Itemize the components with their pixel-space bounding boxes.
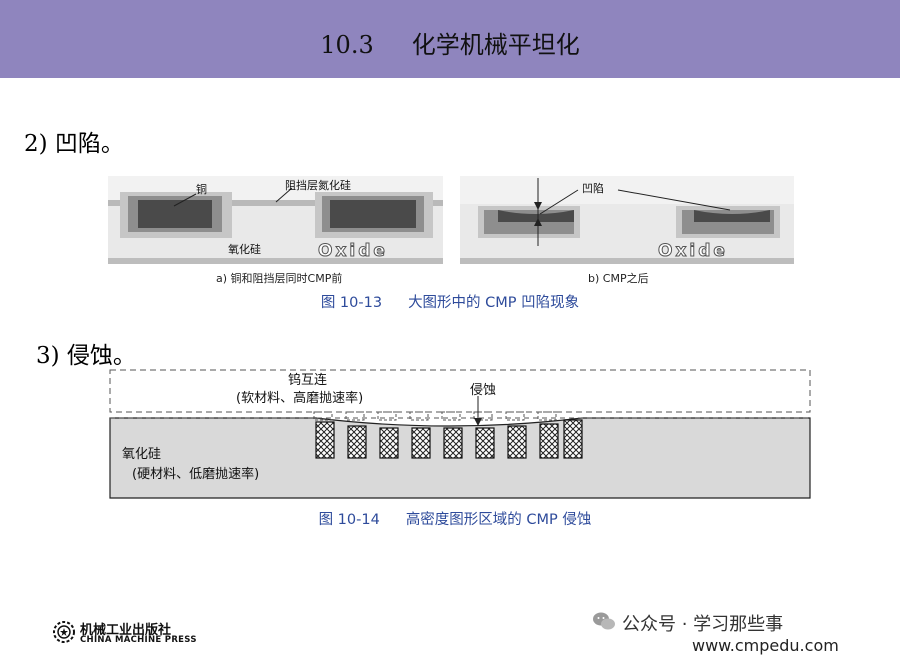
figure-10-13: 铜 阻挡层氮化硅 氧化硅 Oxide a) 铜和阻挡层同时CMP前 凹陷 Oxi… [108,176,794,285]
heading-erosion: 3) 侵蚀。 [36,343,136,369]
copper-dished-b1 [498,210,574,222]
header-bar [0,0,900,78]
label-oxide-en-b: Oxide [658,241,728,261]
copper-dished-b2 [694,210,770,222]
panel-a: 铜 阻挡层氮化硅 氧化硅 Oxide a) 铜和阻挡层同时CMP前 [108,176,443,285]
caption-10-14: 图 10-14 高密度图形区域的 CMP 侵蚀 [250,508,660,529]
watermark-text: 公众号 · 学习那些事 [622,614,784,635]
panel-b: 凹陷 Oxide b) CMP之后 [460,176,794,285]
tungsten-plugs [315,419,583,459]
copper-block-a1 [138,200,212,228]
caption-10-13-number: 图 10-13 [320,295,383,311]
label-tungsten: 钨互连 [288,372,327,388]
heading-dishing: 2) 凹陷。 [24,131,124,157]
publisher-name-cn: 机械工业出版社 [80,623,172,638]
caption-10-13: 图 10-13 大图形中的 CMP 凹陷现象 [260,291,640,312]
label-oxide-en-a: Oxide [318,241,388,261]
label-dishing: 凹陷 [582,181,604,195]
watermark: 公众号 · 学习那些事 [593,610,784,636]
wechat-icon [593,612,615,630]
label-barrier: 阻挡层氮化硅 [285,178,351,192]
section-title: 化学机械平坦化 [411,31,580,59]
label-copper: 铜 [196,182,207,196]
caption-10-14-number: 图 10-14 [318,512,380,528]
caption-10-13-text: 大图形中的 CMP 凹陷现象 [408,295,580,311]
copper-block-a2 [330,200,416,228]
subcaption-b: b) CMP之后 [588,271,649,285]
publisher-name-en: CHINA MACHINE PRESS [80,635,197,645]
dashed-original-surface [109,369,811,413]
gear-logo-icon [53,621,75,643]
label-tungsten-note: (软材料、高磨抛速率) [236,390,363,406]
slide-title: 10.3 化学机械平坦化 [0,0,900,78]
figure-10-14: 钨互连 (软材料、高磨抛速率) 侵蚀 氧化硅 (硬材料、低磨抛速率) [109,369,811,499]
label-oxide-note: (硬材料、低磨抛速率) [132,466,259,482]
subcaption-a: a) 铜和阻挡层同时CMP前 [216,271,342,285]
caption-10-14-text: 高密度图形区域的 CMP 侵蚀 [405,512,592,528]
website-link[interactable]: www.cmpedu.com [692,636,839,655]
label-oxide: 氧化硅 [122,447,161,462]
label-erosion: 侵蚀 [470,382,496,398]
label-oxide-a: 氧化硅 [228,242,261,256]
section-number: 10.3 [320,31,374,59]
